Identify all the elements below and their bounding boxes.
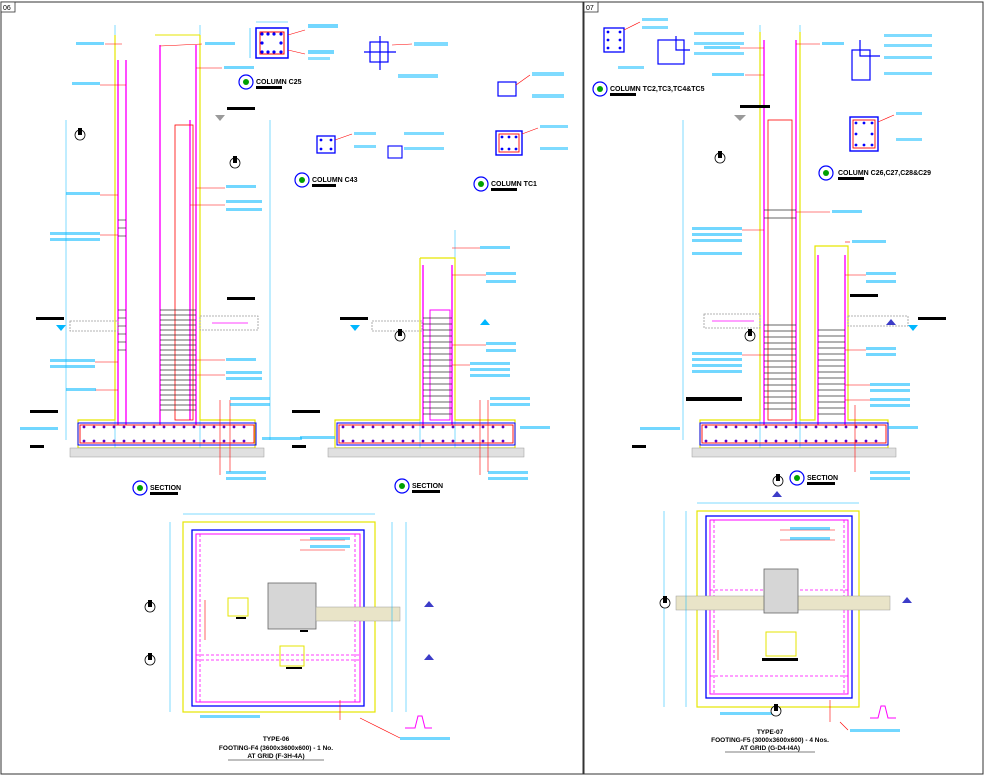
section-a-title-group: SECTION [132, 480, 181, 496]
footing-f5-plan [659, 491, 912, 732]
section-b-drawing [292, 230, 550, 480]
right-section-drawing [632, 25, 946, 487]
right-sheet-number: 07 [586, 5, 594, 12]
column-c25-detail [249, 21, 564, 98]
left-sheet-frame [0, 1, 584, 775]
section-a-drawing [20, 25, 302, 480]
footing-f4-caption: TYPE-06 FOOTING-F4 (3600x3600x600) - 1 N… [219, 736, 333, 761]
column-tc2-title: COLUMN TC2,TC3,TC4&TC5 [610, 86, 705, 93]
column-tc2-detail [603, 18, 932, 81]
column-c25-title: COLUMN C25 [256, 79, 302, 86]
footing-f4-type: TYPE-06 [263, 736, 290, 743]
column-c25-title-group: COLUMN C25 [238, 74, 302, 90]
column-tc1-title-group: COLUMN TC1 [473, 176, 537, 192]
section-a-title: SECTION [150, 485, 181, 492]
footing-f4-line2: AT GRID (F-3H-4A) [247, 753, 304, 760]
footing-f4-plan [144, 513, 450, 740]
right-sheet-frame [583, 1, 984, 775]
footing-f4-line1: FOOTING-F4 (3600x3600x600) - 1 No. [219, 745, 333, 752]
footing-f5-line1: FOOTING-F5 (3000x3600x600) - 4 Nos. [711, 737, 829, 744]
column-tc1-title: COLUMN TC1 [491, 181, 537, 188]
column-c43-title-group: COLUMN C43 [294, 172, 358, 188]
column-c26-detail [849, 112, 922, 152]
right-sheet-tag [583, 1, 599, 13]
footing-f5-line2: AT GRID (G-D4-I4A) [740, 745, 800, 752]
column-c43-detail [316, 132, 444, 159]
column-c26-title: COLUMN C26,C27,C28&C29 [838, 170, 931, 177]
left-sheet-tag [0, 1, 16, 13]
column-tc1-detail [495, 125, 568, 156]
column-c26-title-group: COLUMN C26,C27,C28&C29 [818, 165, 931, 181]
right-section-title-group: SECTION [789, 470, 838, 486]
column-c43-title: COLUMN C43 [312, 177, 358, 184]
section-b-title: SECTION [412, 483, 443, 490]
column-tc2-title-group: COLUMN TC2,TC3,TC4&TC5 [592, 81, 705, 97]
right-section-title: SECTION [807, 475, 838, 482]
left-sheet-number: 06 [3, 5, 11, 12]
footing-f5-type: TYPE-07 [757, 729, 784, 736]
footing-f5-caption: TYPE-07 FOOTING-F5 (3000x3600x600) - 4 N… [711, 729, 829, 753]
section-b-title-group: SECTION [394, 478, 443, 494]
